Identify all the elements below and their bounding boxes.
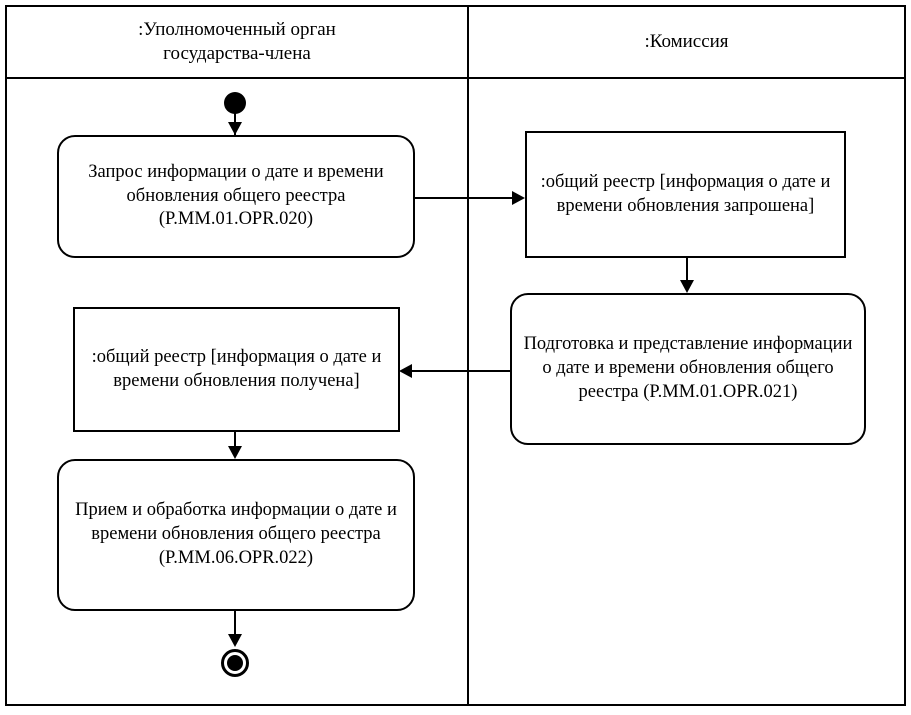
arrowhead-start-to-request [228, 122, 242, 135]
lane-title-member-state: :Уполномоченный орган государства-члена [138, 19, 336, 64]
action-process-information[interactable]: Прием и обработка информации о дате и вр… [57, 459, 415, 611]
arrowhead-object-requested-to-prepare [680, 280, 694, 293]
object-registry-received-label: :общий реестр [информация о дате и време… [91, 346, 382, 391]
edge-object-requested-to-prepare [686, 258, 688, 283]
object-registry-received[interactable]: :общий реестр [информация о дате и време… [73, 307, 400, 432]
edge-prepare-to-object-received [412, 370, 512, 372]
initial-node [224, 92, 246, 114]
lane-header-separator [5, 77, 906, 79]
object-registry-requested-label: :общий реестр [информация о дате и време… [540, 171, 831, 216]
swimlane-divider [467, 5, 469, 706]
lane-title-commission: :Комиссия [644, 31, 729, 53]
arrowhead-object-received-to-process [228, 446, 242, 459]
arrowhead-request-to-object-requested [512, 191, 525, 205]
action-prepare-information[interactable]: Подготовка и представление информации о … [510, 293, 866, 445]
edge-request-to-object-requested [415, 197, 513, 199]
arrowhead-prepare-to-object-received [399, 364, 412, 378]
lane-header-commission: :Комиссия [469, 7, 904, 77]
action-request-information[interactable]: Запрос информации о дате и времени обнов… [57, 135, 415, 258]
action-prepare-information-label: Подготовка и представление информации о … [523, 334, 853, 402]
edge-object-received-to-process [234, 432, 236, 452]
diagram-frame [5, 5, 906, 706]
object-registry-requested[interactable]: :общий реестр [информация о дате и време… [525, 131, 846, 258]
lane-header-member-state: :Уполномоченный орган государства-члена [7, 7, 467, 77]
edge-process-to-final [234, 611, 236, 641]
final-node-core [227, 655, 243, 671]
action-request-information-label: Запрос информации о дате и времени обнов… [88, 161, 384, 230]
arrowhead-process-to-final [228, 634, 242, 647]
action-process-information-label: Прием и обработка информации о дате и вр… [75, 500, 397, 568]
